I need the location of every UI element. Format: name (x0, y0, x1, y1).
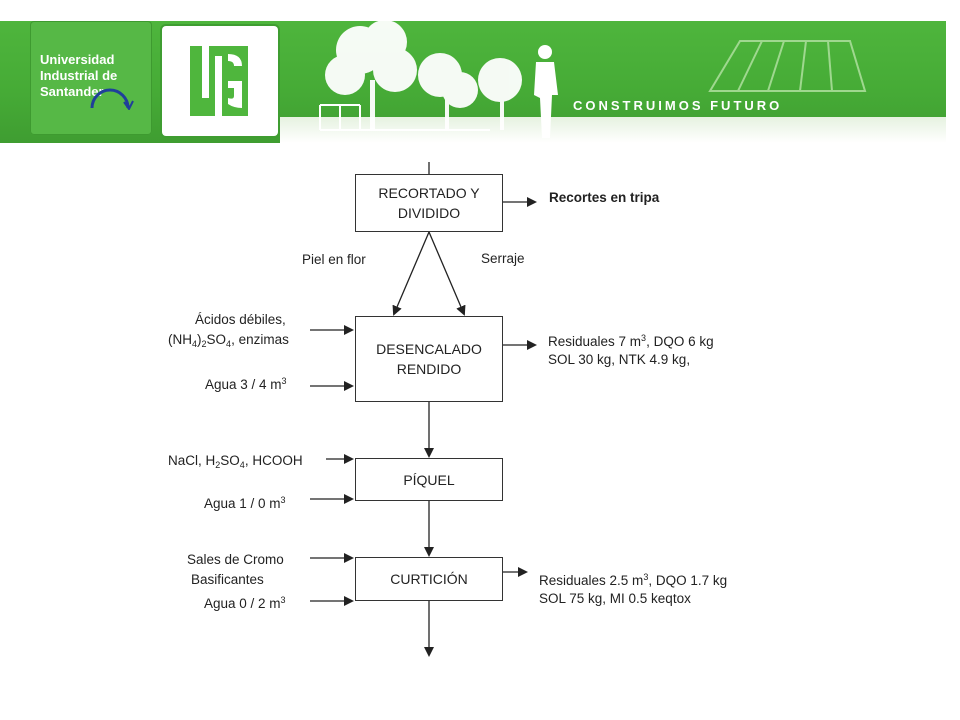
arc-icon (90, 88, 134, 110)
box-piquel: PÍQUEL (355, 458, 503, 501)
university-name-line-3: Santander (40, 84, 104, 99)
trees-icon (319, 20, 558, 138)
label-nh4-so4-enzimas: (NH4)2SO4, enzimas (168, 332, 289, 349)
box-recortado-line-1: RECORTADO Y (378, 185, 480, 201)
label-residuales-1: Residuales 7 m3, DQO 6 kg SOL 30 kg, NTK… (548, 333, 714, 367)
university-name-line-2: Industrial de (40, 68, 118, 83)
box-piquel-label: PÍQUEL (403, 471, 455, 488)
label-residuales-2: Residuales 2.5 m3, DQO 1.7 kg SOL 75 kg,… (539, 572, 728, 606)
label-agua-3-4: Agua 3 / 4 m3 (205, 376, 287, 392)
university-name: Universidad Industrial de Santander (40, 52, 150, 100)
slogan: CONSTRUIMOS FUTURO (573, 98, 783, 113)
label-recortes-en-tripa: Recortes en tripa (549, 190, 660, 205)
label-sales-de-cromo: Sales de Cromo (187, 552, 284, 567)
box-desencalado-line-2: RENDIDO (396, 361, 462, 377)
label-nacl-h2so4-hcooh: NaCl, H2SO4, HCOOH (168, 453, 303, 470)
label-serraje: Serraje (481, 251, 525, 266)
header-banner (0, 15, 946, 143)
box-recortado-line-2: DIVIDIDO (397, 205, 461, 221)
box-recortado-dividido: RECORTADO Y DIVIDIDO (355, 174, 503, 232)
label-agua-1-0: Agua 1 / 0 m3 (204, 495, 286, 511)
box-curticion: CURTICIÓN (355, 557, 503, 601)
label-basificantes: Basificantes (191, 572, 264, 587)
arrow-serraje (428, 231, 466, 316)
box-curticion-label: CURTICIÓN (390, 571, 468, 587)
banner-top-edge (0, 15, 946, 21)
uis-logo-icon (190, 46, 248, 116)
label-acidos-debiles: Ácidos débiles, (195, 312, 286, 327)
university-name-line-1: Universidad (40, 52, 115, 67)
box-desencalado-rendido: DESENCALADO RENDIDO (355, 316, 503, 402)
uis-logo-box (162, 26, 278, 136)
arrow-piel-en-flor (392, 231, 430, 316)
box-desencalado-line-1: DESENCALADO (376, 341, 482, 357)
university-name-block (30, 21, 152, 135)
label-piel-en-flor: Piel en flor (302, 252, 366, 267)
grid-decoration-icon (708, 40, 867, 92)
label-agua-0-2: Agua 0 / 2 m3 (204, 595, 286, 611)
